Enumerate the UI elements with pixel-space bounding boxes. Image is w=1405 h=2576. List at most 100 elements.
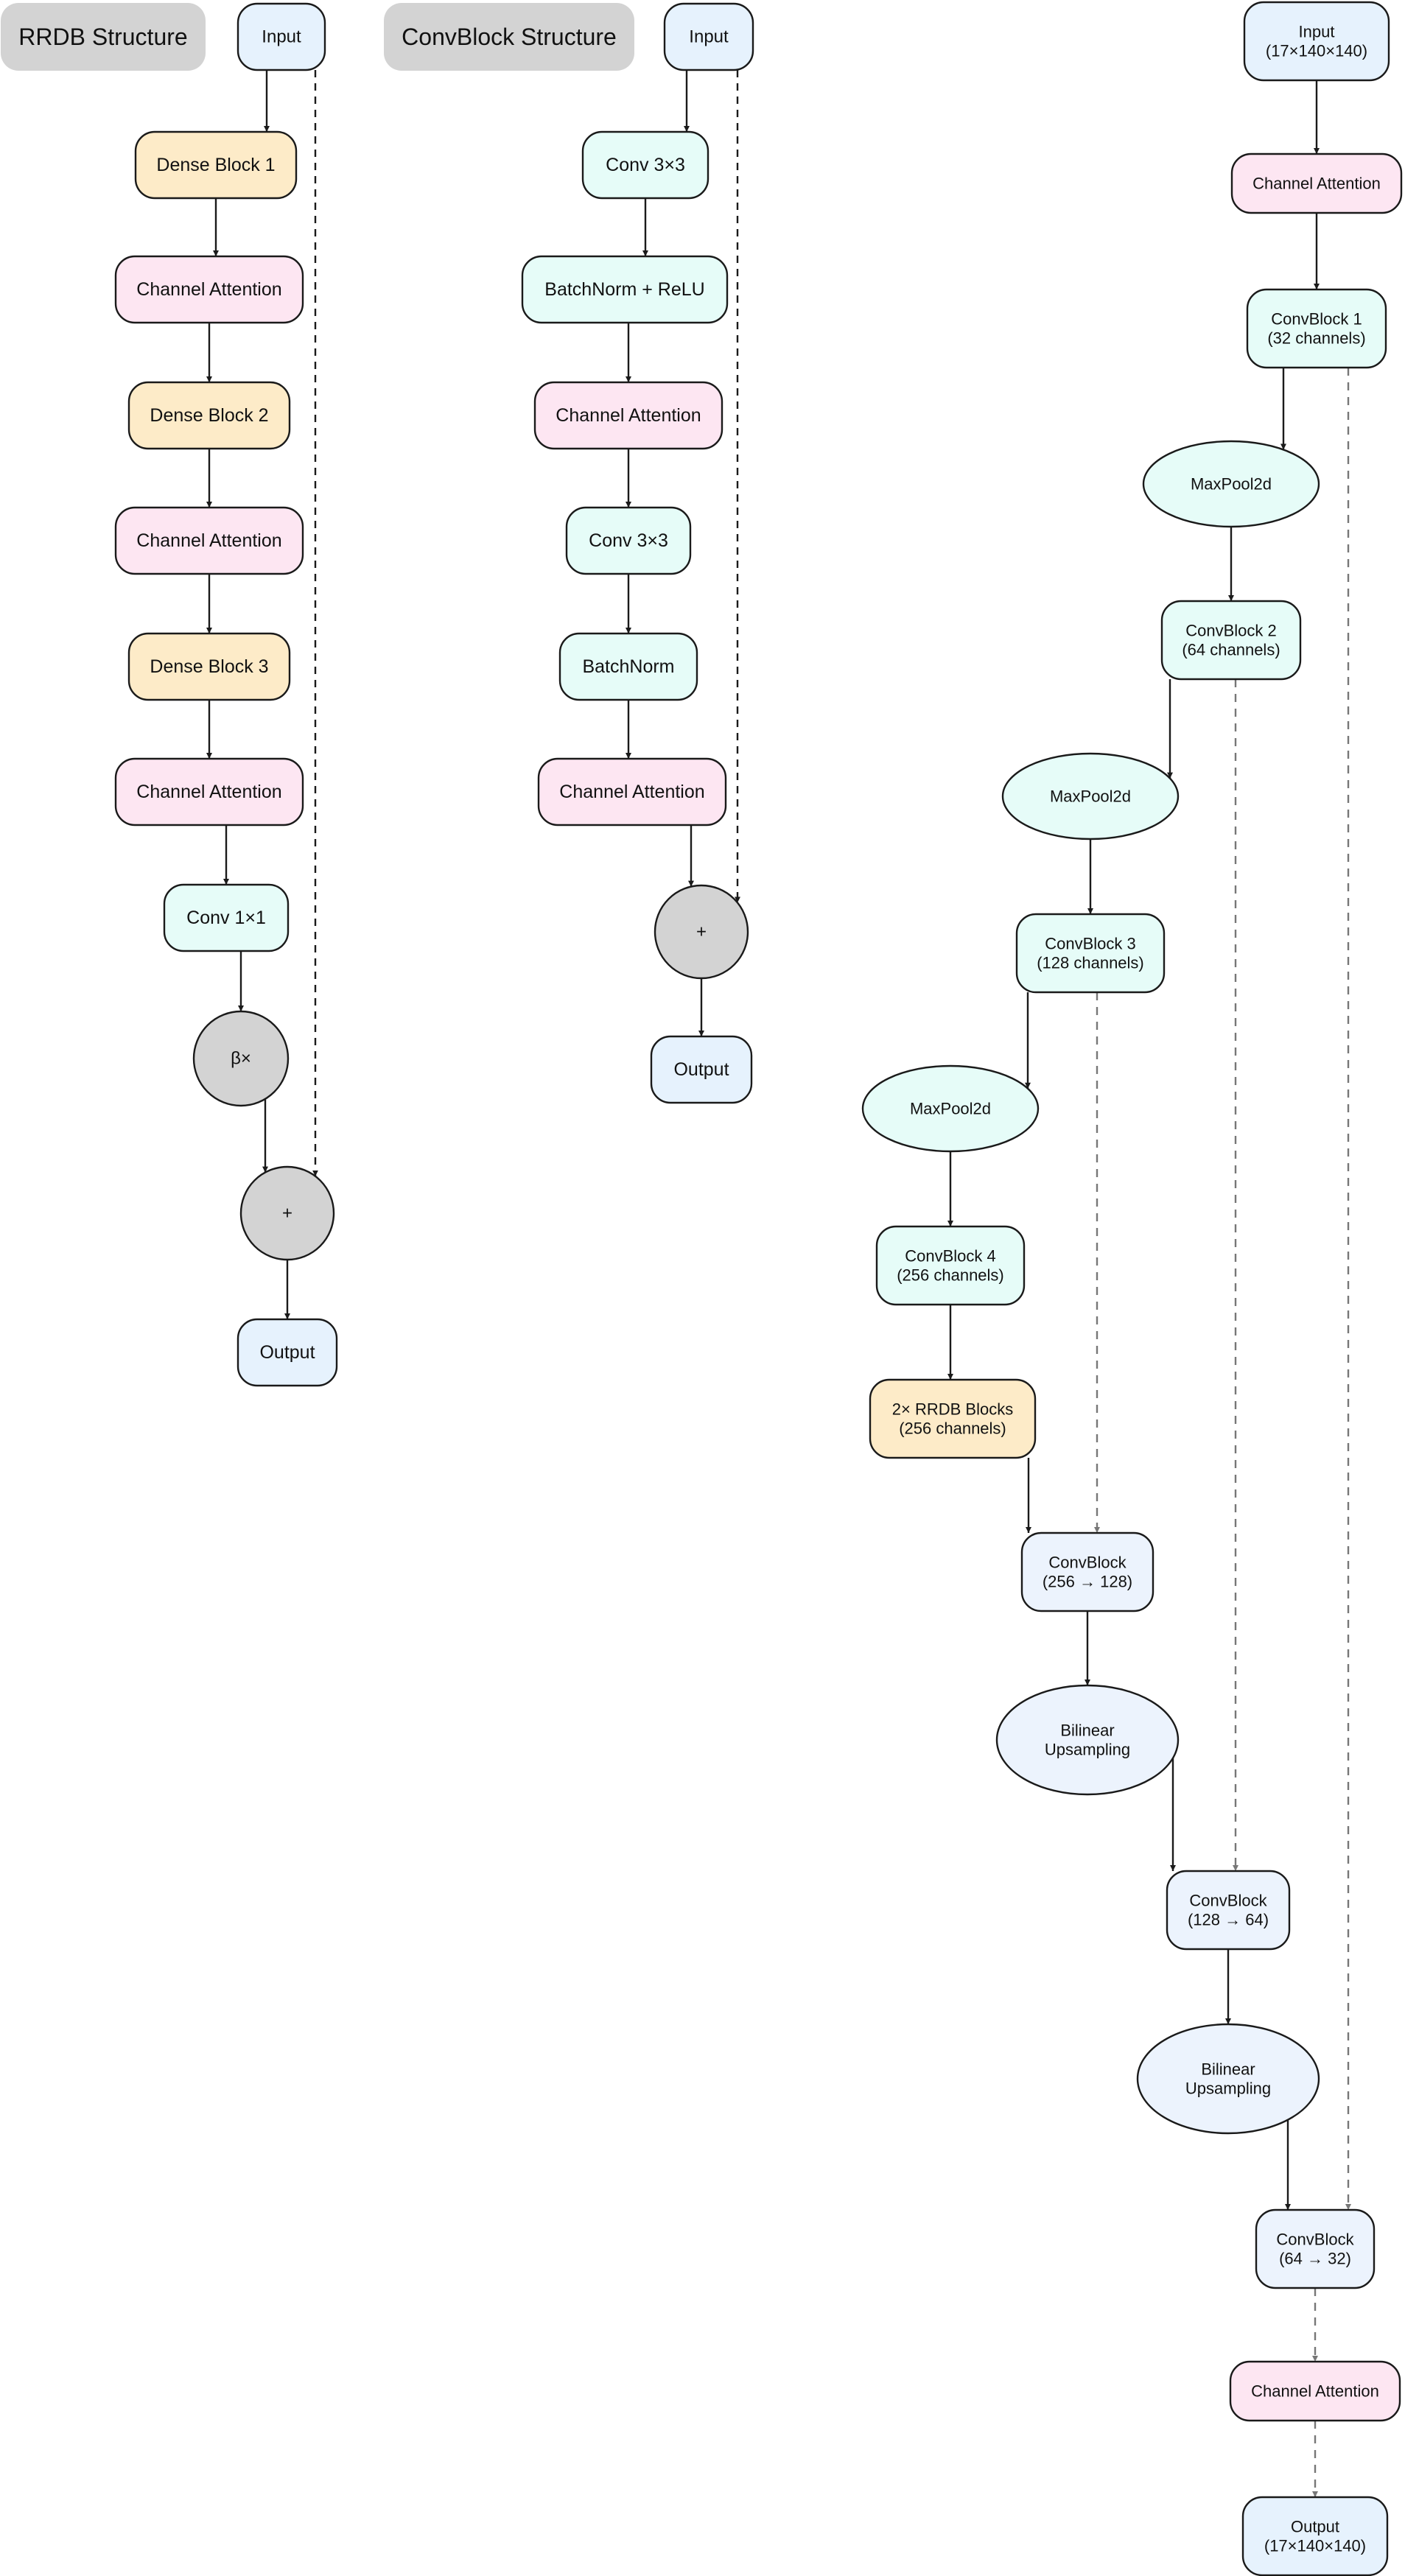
unet-up2-shape <box>1136 2023 1320 2135</box>
unet-input-label-2: (17×140×140) <box>1266 41 1367 60</box>
unet-up1-shape <box>995 1684 1180 1796</box>
unet-enc1-label-1: ConvBlock 1 <box>1271 310 1362 329</box>
cb-att-box <box>533 381 723 450</box>
rrdb-input-label: Input <box>262 27 301 47</box>
unet-up1-label-1: Bilinear <box>1060 1722 1114 1740</box>
unet-dec2-label-2: (128 → 64) <box>1188 1910 1269 1929</box>
rrdb-att1-box <box>114 255 304 324</box>
rrdb-dense3-label: Dense Block 3 <box>150 656 268 677</box>
cb-att-label: Channel Attention <box>556 405 701 426</box>
rrdb-dense2: Dense Block 2 <box>127 381 291 450</box>
unet-att-out-box <box>1229 2360 1401 2422</box>
rrdb-att3-label: Channel Attention <box>136 782 281 802</box>
rrdb-att3: Channel Attention <box>114 757 304 827</box>
cb-att2: Channel Attention <box>537 757 727 827</box>
unet-output-box <box>1241 2496 1389 2576</box>
cb-conv2-box <box>565 506 692 575</box>
unet-dec2-box <box>1166 1870 1291 1951</box>
rrdb-att3-box <box>114 757 304 827</box>
unet-pool1-shape <box>1142 440 1320 528</box>
unet-dec3-label-2: (64 → 32) <box>1279 2249 1351 2267</box>
rrdb-att1: Channel Attention <box>114 255 304 324</box>
unet-enc2-box <box>1160 600 1302 681</box>
cb-plus: + <box>654 884 749 980</box>
unet-enc3-label-2: (128 channels) <box>1037 953 1144 972</box>
unet-enc2-label-1: ConvBlock 2 <box>1185 622 1277 640</box>
unet-output: Output(17×140×140) <box>1241 2496 1389 2576</box>
cb-output-label: Output <box>673 1059 729 1080</box>
cb-bnrelu-label: BatchNorm + ReLU <box>544 279 704 300</box>
cb-input-box <box>663 2 754 71</box>
rrdb-dense2-box <box>127 381 291 450</box>
cb-plus-shape <box>654 884 749 980</box>
unet-up2-label-1: Bilinear <box>1201 2060 1255 2079</box>
rrdb-dense1-box <box>134 130 298 200</box>
unet-dec1-label-1: ConvBlock <box>1048 1554 1127 1572</box>
unet-enc1-box <box>1246 288 1387 369</box>
unet-pool2: MaxPool2d <box>1001 752 1180 840</box>
unet-pool1-label: MaxPool2d <box>1191 475 1272 494</box>
unet-enc3-label-1: ConvBlock 3 <box>1045 935 1136 953</box>
cb-att: Channel Attention <box>533 381 723 450</box>
rrdb-input-box <box>236 2 326 71</box>
unet-dec3: ConvBlock(64 → 32) <box>1255 2208 1376 2289</box>
unet-pool1: MaxPool2d <box>1142 440 1320 528</box>
unet-dec1-label-2: (256 → 128) <box>1043 1572 1132 1590</box>
rrdb-att2: Channel Attention <box>114 506 304 575</box>
unet-dec2: ConvBlock(128 → 64) <box>1166 1870 1291 1951</box>
cb-att2-box <box>537 757 727 827</box>
unet-pool2-label: MaxPool2d <box>1050 787 1131 806</box>
cb-bnrelu: BatchNorm + ReLU <box>521 255 729 324</box>
unet-input: Input(17×140×140) <box>1243 1 1390 82</box>
rrdb-beta-shape <box>192 1010 290 1107</box>
rrdb-conv1x1: Conv 1×1 <box>163 883 290 952</box>
rrdb-plus: + <box>239 1165 335 1261</box>
rrdb-input: Input <box>236 2 326 71</box>
unet-pool2-shape <box>1001 752 1180 840</box>
unet-pool3-label: MaxPool2d <box>910 1100 991 1118</box>
unet-enc3: ConvBlock 3(128 channels) <box>1015 913 1166 994</box>
cb-title-box <box>384 3 634 71</box>
unet-att-in-label: Channel Attention <box>1252 175 1381 193</box>
cb-conv2: Conv 3×3 <box>565 506 692 575</box>
edges <box>206 70 1351 2497</box>
unet-enc4-label-2: (256 channels) <box>897 1266 1004 1284</box>
cb-output: Output <box>650 1035 753 1104</box>
unet-dec1-box <box>1020 1531 1155 1612</box>
unet-att-out-label: Channel Attention <box>1251 2382 1379 2401</box>
rrdb-dense1: Dense Block 1 <box>134 130 298 200</box>
unet-input-label-1: Input <box>1299 23 1335 41</box>
rrdb-att2-label: Channel Attention <box>136 530 281 551</box>
unet-rrdb-label-2: (256 channels) <box>899 1419 1006 1437</box>
cb-conv2-label: Conv 3×3 <box>589 530 668 551</box>
unet-dec3-label-1: ConvBlock <box>1276 2231 1354 2249</box>
cb-att2-label: Channel Attention <box>559 782 704 802</box>
unet-rrdb-label-1: 2× RRDB Blocks <box>892 1400 1013 1419</box>
rrdb-output-label: Output <box>259 1342 315 1363</box>
unet-enc1-label-2: (32 channels) <box>1267 329 1365 347</box>
rrdb-att1-label: Channel Attention <box>136 279 281 300</box>
rrdb-plus-label: + <box>282 1204 292 1224</box>
rrdb-output-box <box>236 1318 338 1387</box>
cb-input-label: Input <box>689 27 729 47</box>
unet-att-in-box <box>1230 152 1403 214</box>
cb-conv1: Conv 3×3 <box>581 130 709 200</box>
unet-dec3-box <box>1255 2208 1376 2289</box>
cb-bn-box <box>558 632 698 701</box>
rrdb-beta-label: β× <box>231 1049 251 1069</box>
cb-plus-label: + <box>696 922 707 942</box>
rrdb-dense2-label: Dense Block 2 <box>150 405 268 426</box>
unet-output-label-2: (17×140×140) <box>1264 2536 1366 2555</box>
unet-att-out: Channel Attention <box>1229 2360 1401 2422</box>
cb-title: ConvBlock Structure <box>384 3 634 71</box>
unet-pool3-shape <box>861 1064 1040 1153</box>
rrdb-plus-shape <box>239 1165 335 1261</box>
rrdb-output: Output <box>236 1318 338 1387</box>
rrdb-conv1x1-box <box>163 883 290 952</box>
unet-att-in: Channel Attention <box>1230 152 1403 214</box>
unet-dec1: ConvBlock(256 → 128) <box>1020 1531 1155 1612</box>
unet-rrdb-box <box>869 1378 1037 1459</box>
